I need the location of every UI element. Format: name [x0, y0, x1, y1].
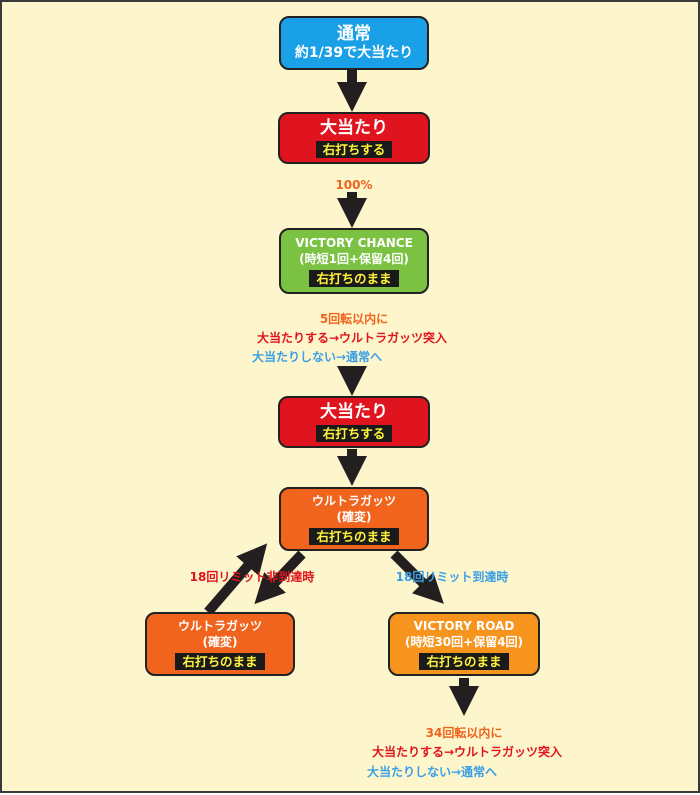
node-title: VICTORY CHANCE	[295, 236, 413, 250]
node-tag: 右打ちする	[315, 425, 393, 442]
node-title: 大当たり	[320, 118, 388, 138]
label-vc-miss: 大当たりしない→通常へ	[251, 350, 383, 364]
node-victory-chance: VICTORY CHANCE (時短1回+保留4回) 右打ちのまま	[279, 228, 429, 294]
arrow-ultra-to-road	[390, 550, 444, 604]
label-vc-hit: 大当たりする→ウルトラガッツ突入	[256, 331, 448, 345]
node-subtitle: (確変)	[336, 510, 372, 524]
label-100-percent: 100%	[335, 178, 373, 192]
node-title: ウルトラガッツ	[177, 619, 262, 633]
label-vr-hit: 大当たりする→ウルトラガッツ突入	[371, 745, 563, 759]
node-normal: 通常 約1/39で大当たり	[279, 16, 429, 70]
node-subtitle: (確変)	[202, 635, 238, 649]
node-subtitle: (時短30回+保留4回)	[404, 635, 524, 649]
label-vr-limit: 34回転以内に	[425, 726, 503, 740]
node-ultra-guts-loop: ウルトラガッツ (確変) 右打ちのまま	[145, 612, 295, 676]
node-title: 通常	[337, 24, 371, 44]
arrow-loop-to-ultra	[204, 543, 268, 616]
node-title: 大当たり	[320, 402, 388, 422]
node-title: VICTORY ROAD	[413, 619, 515, 633]
node-subtitle: 約1/39で大当たり	[294, 45, 414, 61]
label-vc-limit: 5回転以内に	[319, 312, 389, 326]
node-tag: 右打ちする	[315, 141, 393, 158]
node-tag: 右打ちのまま	[175, 653, 265, 670]
label-limit-reached: 18回リミット到達時	[395, 570, 509, 584]
node-big-hit-2: 大当たり 右打ちする	[278, 396, 430, 448]
label-limit-not-reached: 18回リミット非到達時	[189, 570, 315, 584]
label-vr-miss: 大当たりしない→通常へ	[366, 765, 498, 779]
node-title: ウルトラガッツ	[311, 494, 396, 508]
node-tag: 右打ちのまま	[309, 528, 399, 545]
node-ultra-guts-main: ウルトラガッツ (確変) 右打ちのまま	[279, 487, 429, 551]
node-tag: 右打ちのまま	[309, 270, 399, 287]
node-tag: 右打ちのまま	[419, 653, 509, 670]
node-big-hit-1: 大当たり 右打ちする	[278, 112, 430, 164]
node-subtitle: (時短1回+保留4回)	[299, 252, 409, 266]
node-victory-road: VICTORY ROAD (時短30回+保留4回) 右打ちのまま	[388, 612, 540, 676]
arrow-ultra-to-loop	[254, 550, 306, 605]
